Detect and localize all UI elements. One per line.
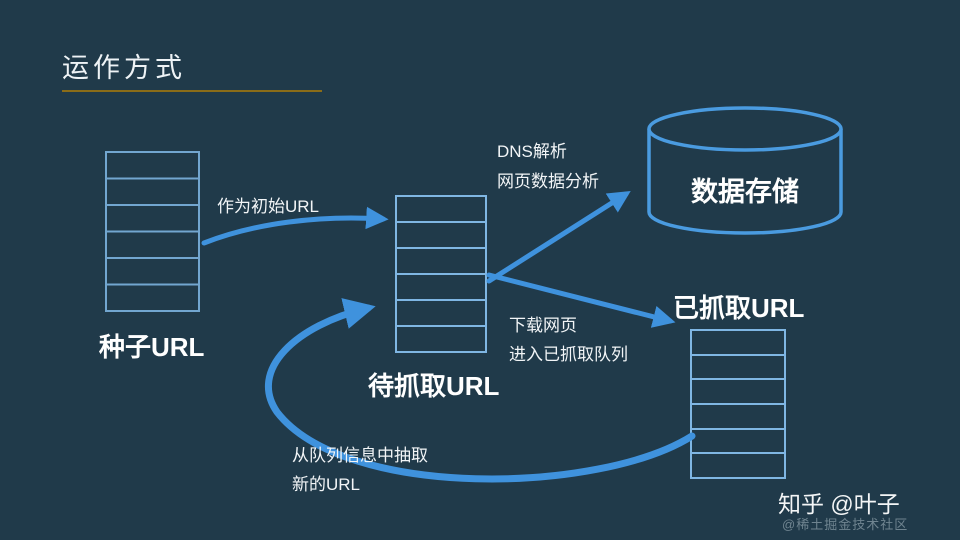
edge-label-enter-crawled-queue: 进入已抓取队列 <box>509 345 628 364</box>
crawled-url-label: 已抓取URL <box>673 293 805 323</box>
seed-url-label: 种子URL <box>99 332 205 362</box>
edge-label-webpage-analysis: 网页数据分析 <box>497 172 599 191</box>
pending-url-queue-icon <box>395 195 487 353</box>
pending-url-label: 待抓取URL <box>368 371 500 401</box>
edge-label-new-url: 新的URL <box>292 475 361 494</box>
database-cylinder-icon <box>647 106 843 235</box>
watermark-author: 知乎 @叶子 <box>778 491 900 517</box>
arrow-pending-to-crawled <box>486 272 676 328</box>
data-storage-label: 数据存储 <box>691 177 799 207</box>
arrow-crawled-to-pending <box>264 298 696 483</box>
edge-label-initial-url: 作为初始URL <box>217 197 320 216</box>
title-underline <box>62 90 322 92</box>
page-title: 运作方式 <box>62 53 186 83</box>
arrow-pending-to-storage <box>486 190 631 284</box>
edge-label-download-page: 下载网页 <box>509 316 577 335</box>
watermark-community: @稀土掘金技术社区 <box>782 517 909 532</box>
seed-url-queue-icon <box>105 151 200 312</box>
edge-label-dns-parse: DNS解析 <box>497 142 567 161</box>
crawled-url-queue-icon <box>690 329 786 479</box>
edge-label-extract-from-queue: 从队列信息中抽取 <box>292 446 428 465</box>
arrow-seed-to-pending <box>201 206 389 246</box>
